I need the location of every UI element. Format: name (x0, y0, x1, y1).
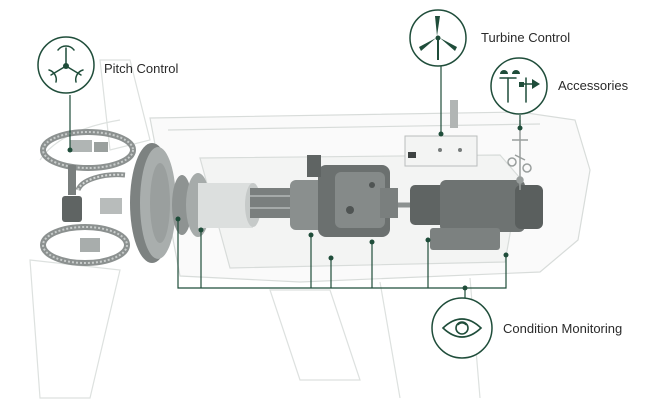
generator (410, 180, 543, 250)
nacelle-sensors (507, 120, 532, 190)
anemometer-wind-vane-icon (490, 57, 548, 115)
mast (450, 100, 458, 128)
condition-monitoring-label: Condition Monitoring (503, 321, 623, 336)
pitch-bearing-middle (62, 165, 126, 222)
pitch-bearing-upper (40, 129, 136, 171)
pitch-control-label: Pitch Control (104, 61, 179, 76)
wind-turbine-icon (409, 9, 467, 67)
turbine-control-label: Turbine Control (481, 30, 571, 45)
pitch-bearing-lower (40, 224, 130, 266)
hub-flange (130, 143, 176, 263)
eye-icon (431, 297, 493, 359)
pitch-rotor-icon (37, 36, 95, 94)
connector-lines (69, 66, 521, 298)
accessories-label: Accessories (558, 78, 629, 93)
main-bearing (172, 173, 295, 237)
gearbox (290, 155, 398, 237)
control-cabinet (404, 135, 478, 167)
connector-dots (67, 125, 523, 291)
